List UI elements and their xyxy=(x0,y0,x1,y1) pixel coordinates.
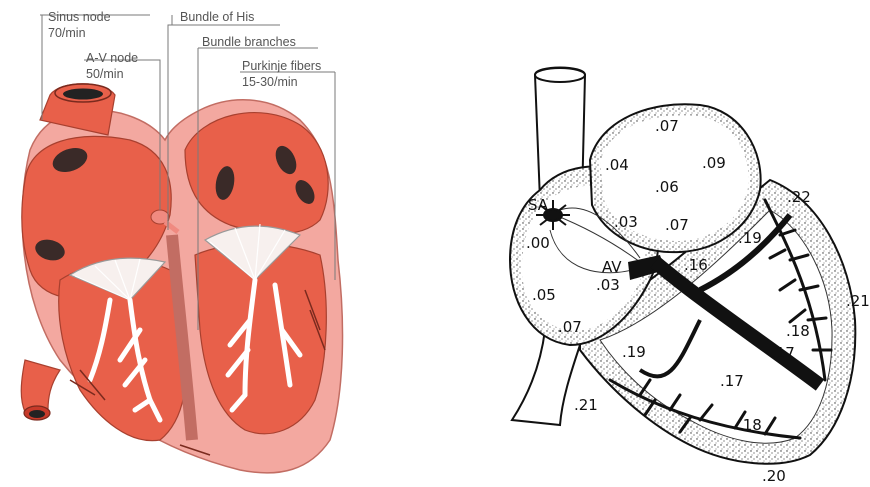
svc-opening xyxy=(535,68,585,82)
time-la-bottom: .07 xyxy=(665,216,689,234)
time-rv-upper: .19 xyxy=(622,343,646,361)
time-lv-mid: .18 xyxy=(786,322,810,340)
purkinje-fibers-rate: 15-30/min xyxy=(242,75,298,89)
time-rv-mid: .17 xyxy=(720,372,744,390)
time-la-top: .07 xyxy=(655,117,679,135)
time-ra-bottom: .07 xyxy=(558,318,582,336)
anatomical-heart-diagram: Sinus node 70/min A-V node 50/min Bundle… xyxy=(21,10,342,473)
time-la-right: .09 xyxy=(702,154,726,172)
av-node-label: A-V node xyxy=(86,51,138,65)
time-bundle: .16 xyxy=(684,256,708,274)
sa-label: SA xyxy=(528,196,549,214)
time-la-center: .06 xyxy=(655,178,679,196)
av-node-rate: 50/min xyxy=(86,67,124,81)
time-apex: .20 xyxy=(762,467,786,485)
bundle-of-his-label: Bundle of His xyxy=(180,10,254,24)
av-label: AV xyxy=(602,258,622,276)
time-septal-atrial: .03 xyxy=(614,213,638,231)
ivc-lumen xyxy=(29,410,45,418)
sinus-node-label: Sinus node xyxy=(48,10,111,24)
conduction-timing-diagram: .07 .04 .09 .06 .03 .07 SA .00 AV .03 .1… xyxy=(510,68,870,486)
bundle-branches-label: Bundle branches xyxy=(202,35,296,49)
time-la-left: .04 xyxy=(605,156,629,174)
time-av: .03 xyxy=(596,276,620,294)
vena-cava-lumen xyxy=(63,89,103,100)
time-septum-mid: .17 xyxy=(771,344,795,362)
time-apex-inner: .18 xyxy=(738,416,762,434)
time-lv-base: .22 xyxy=(787,188,811,206)
time-ra-lower: .05 xyxy=(532,286,556,304)
inferior-vena-cava xyxy=(21,360,60,412)
time-rv-outer: .21 xyxy=(574,396,598,414)
purkinje-fibers-label: Purkinje fibers xyxy=(242,59,321,73)
time-sa: .00 xyxy=(526,234,550,252)
time-lv-wall: .21 xyxy=(846,292,870,310)
sinus-node-rate: 70/min xyxy=(48,26,86,40)
time-lv-upper: .19 xyxy=(738,229,762,247)
